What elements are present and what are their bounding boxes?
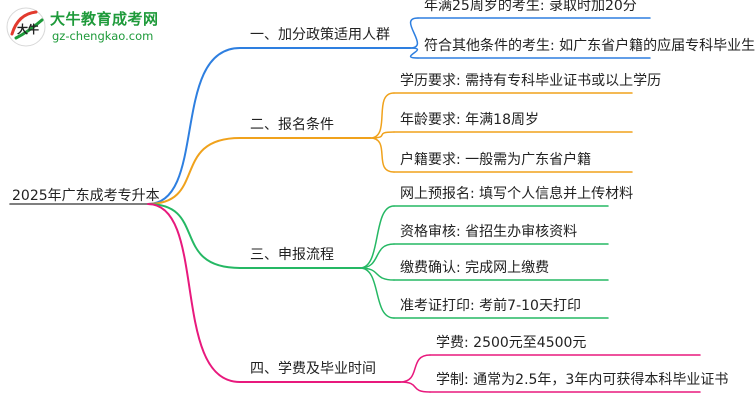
logo-title: 大牛教育成考网 bbox=[50, 10, 159, 28]
branch-to-leaf-2-1 bbox=[369, 92, 395, 139]
root-to-branch-2 bbox=[147, 137, 241, 205]
branch-to-leaf-2-3 bbox=[369, 137, 395, 173]
svg-text:大牛: 大牛 bbox=[17, 22, 39, 36]
branch-to-leaf-1-2 bbox=[409, 47, 419, 59]
root-to-branch-3 bbox=[147, 203, 241, 269]
leaf-req-age: 年龄要求: 年满18周岁 bbox=[400, 112, 539, 128]
root-to-branch-1 bbox=[147, 47, 241, 205]
branch-process: 三、申报流程 bbox=[250, 247, 334, 263]
branch-to-leaf-2-2 bbox=[369, 131, 395, 139]
branch-bonus-policy: 一、加分政策适用人群 bbox=[250, 27, 390, 43]
branch-to-leaf-3-4 bbox=[359, 267, 395, 319]
leaf-tuition-fee: 学费: 2500元至4500元 bbox=[436, 335, 587, 351]
leaf-proc-ticket: 准考证打印: 考前7-10天打印 bbox=[400, 298, 581, 314]
branch-to-leaf-3-1 bbox=[359, 205, 395, 269]
branch-to-leaf-4-2 bbox=[399, 381, 431, 393]
leaf-proc-review: 资格审核: 省招生办审核资料 bbox=[400, 224, 578, 240]
leaf-proc-payment: 缴费确认: 完成网上缴费 bbox=[400, 260, 550, 276]
root-to-branch-4 bbox=[147, 203, 241, 383]
logo-url: gz-chengkao.com bbox=[52, 29, 154, 43]
branch-requirements: 二、报名条件 bbox=[250, 117, 334, 133]
root-topic: 2025年广东成考专升本 bbox=[12, 188, 160, 204]
leaf-req-hukou: 户籍要求: 一般需为广东省户籍 bbox=[400, 152, 592, 168]
branch-tuition: 四、学费及毕业时间 bbox=[250, 361, 376, 377]
logo-mark-icon: 大牛 bbox=[6, 7, 46, 47]
branch-to-leaf-3-2 bbox=[359, 243, 395, 269]
leaf-bonus-age: 年满25周岁的考生: 录取时加20分 bbox=[424, 0, 637, 14]
leaf-proc-prereg: 网上预报名: 填写个人信息并上传材料 bbox=[400, 186, 634, 202]
site-logo: 大牛 大牛教育成考网 gz-chengkao.com bbox=[4, 4, 174, 50]
leaf-tuition-duration: 学制: 通常为2.5年，3年内可获得本科毕业证书 bbox=[436, 372, 729, 388]
leaf-req-education: 学历要求: 需持有专科毕业证书或以上学历 bbox=[400, 73, 662, 89]
leaf-bonus-other: 符合其他条件的考生: 如广东省户籍的应届专科毕业生 bbox=[424, 38, 755, 54]
branch-to-leaf-1-1 bbox=[409, 17, 419, 49]
branch-to-leaf-4-1 bbox=[399, 354, 431, 383]
